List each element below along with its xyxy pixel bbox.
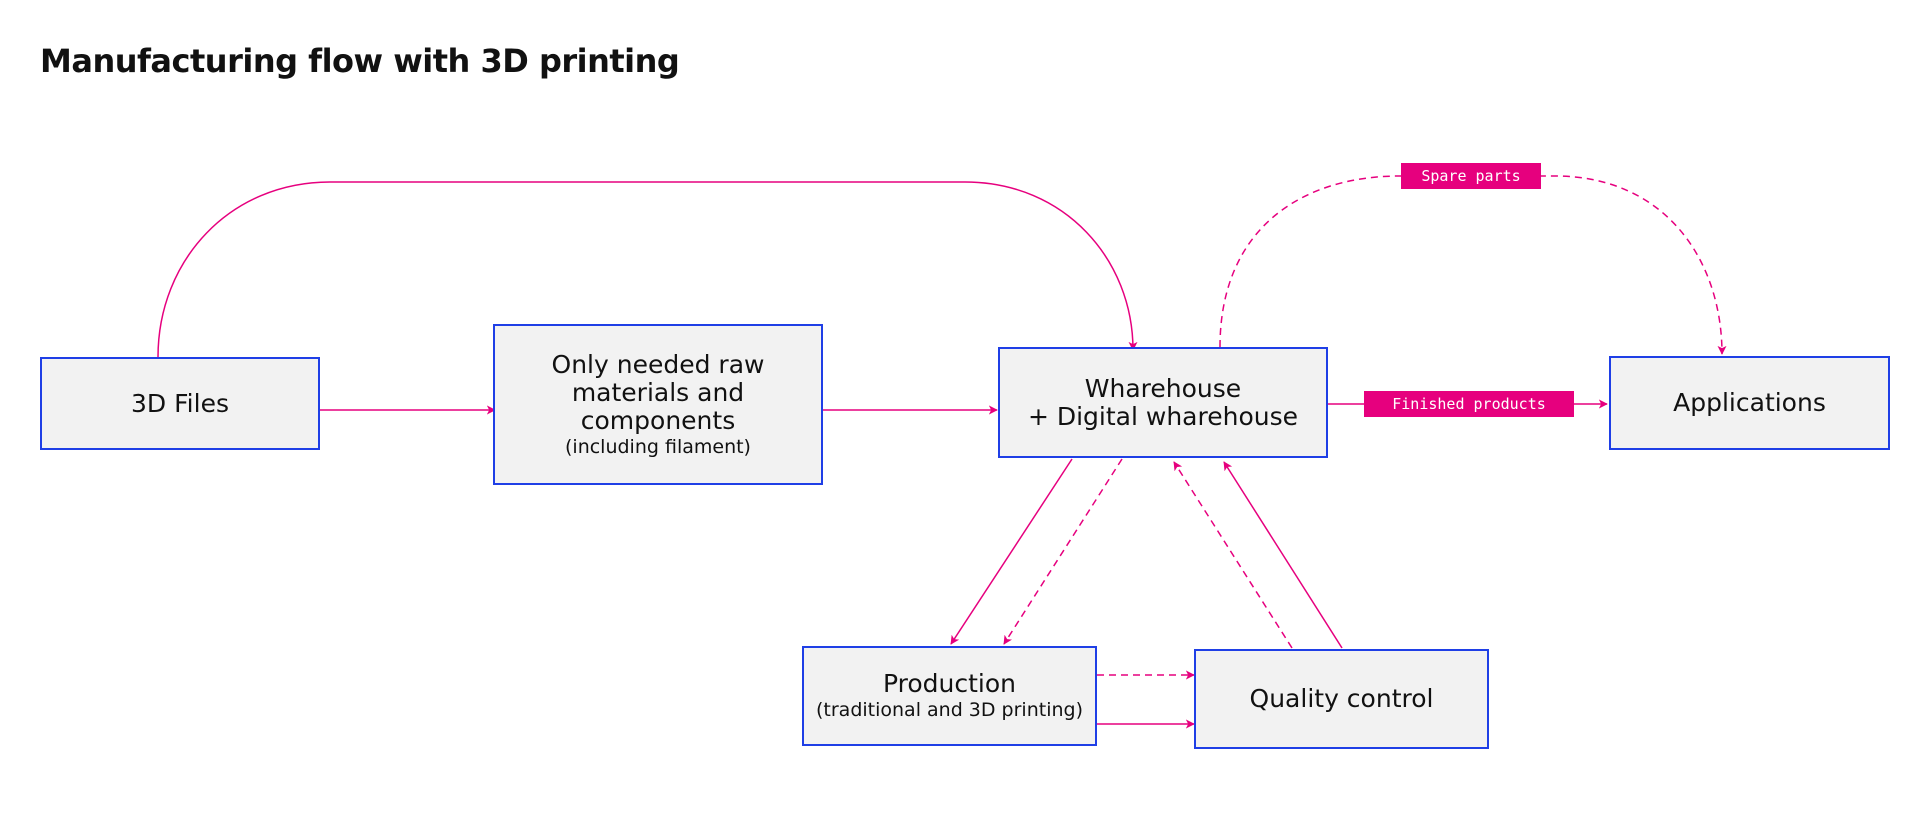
node-warehouse-label-line2: + Digital wharehouse bbox=[1027, 401, 1299, 431]
node-production[interactable]: Production (traditional and 3D printing) bbox=[802, 646, 1097, 746]
node-production-label: Production bbox=[882, 669, 1016, 699]
node-warehouse[interactable]: Wharehouse + Digital wharehouse bbox=[998, 347, 1328, 458]
node-3d-files-label: 3D Files bbox=[131, 388, 229, 418]
edge-quality-to-warehouse-dashed bbox=[1173, 461, 1293, 649]
edge-warehouse-to-production-dashed bbox=[1003, 458, 1123, 645]
node-raw-materials[interactable]: Only needed raw materials and components… bbox=[493, 324, 823, 485]
edge-warehouse-to-applications-spare bbox=[1219, 175, 1727, 355]
edge-quality-to-warehouse-solid bbox=[1223, 461, 1343, 649]
node-raw-materials-label: Only needed raw materials and components bbox=[551, 349, 765, 435]
node-raw-materials-sublabel: (including filament) bbox=[565, 435, 751, 458]
node-applications-label: Applications bbox=[1673, 388, 1826, 417]
node-applications[interactable]: Applications bbox=[1609, 356, 1890, 450]
node-quality-control-label: Quality control bbox=[1249, 684, 1434, 713]
node-3d-files[interactable]: 3D Files bbox=[40, 357, 320, 450]
edge-warehouse-to-production-solid bbox=[950, 458, 1073, 645]
edge-label-finished-products: Finished products bbox=[1364, 391, 1574, 417]
edge-files-to-warehouse bbox=[157, 181, 1138, 358]
node-warehouse-label-line1: Wharehouse bbox=[1084, 373, 1242, 403]
diagram-title: Manufacturing flow with 3D printing bbox=[40, 42, 680, 80]
node-production-sublabel: (traditional and 3D printing) bbox=[816, 699, 1083, 722]
edge-label-spare-parts: Spare parts bbox=[1401, 163, 1541, 189]
node-quality-control[interactable]: Quality control bbox=[1194, 649, 1489, 749]
